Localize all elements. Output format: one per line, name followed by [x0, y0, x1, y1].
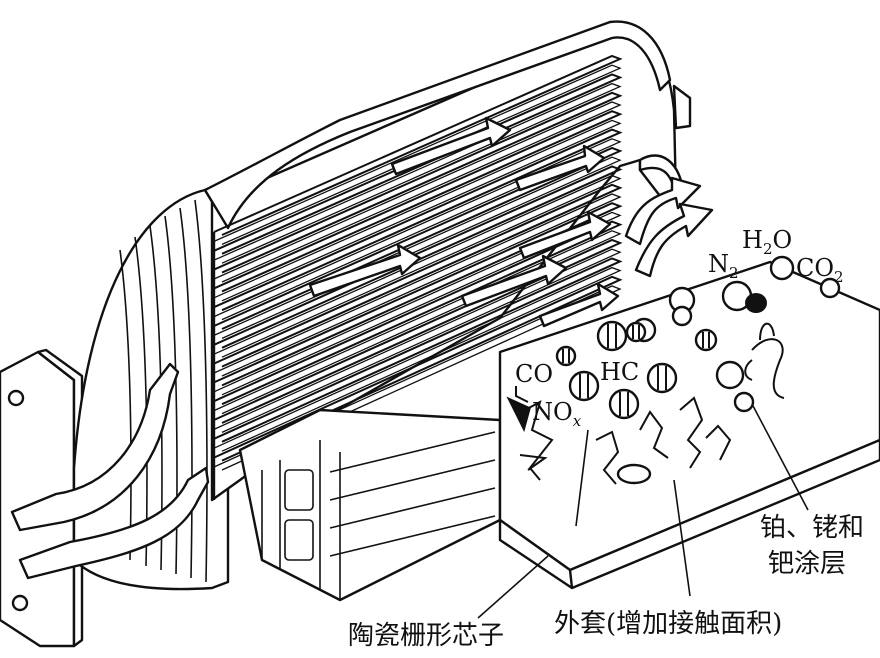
bolt-hole-top — [9, 391, 23, 405]
coating-label-line2: 钯涂层 — [768, 549, 846, 579]
svg-text:N2: N2 — [708, 250, 739, 282]
molecule-co — [557, 347, 575, 365]
molecule-n2-shadow — [745, 293, 767, 313]
molecule-bubble — [673, 307, 691, 325]
ceramic-core-label: 陶瓷栅形芯子 — [348, 621, 504, 651]
bolt-hole-bottom — [13, 596, 27, 610]
h2o-label: H — [742, 226, 763, 254]
coating-label-line1: 铂、铑和 — [760, 513, 864, 543]
molecule-hc-large — [570, 372, 598, 400]
hc-label: HC — [600, 358, 639, 386]
molecule-nox — [610, 390, 638, 418]
leader-ceramic-core — [478, 556, 548, 618]
molecule-striped — [696, 330, 716, 350]
svg-text:H2O: H2O — [742, 226, 792, 258]
support-blocks — [240, 410, 500, 600]
molecule-hc-large — [648, 364, 676, 392]
co2-label: CO — [796, 254, 834, 282]
nox-label: NO — [532, 398, 573, 426]
molecule-bubble — [717, 362, 743, 388]
molecule-h2o — [771, 257, 793, 279]
n2-label: N — [708, 250, 729, 278]
molecule-hc — [598, 322, 626, 350]
outlet-flow-arrows — [626, 178, 712, 276]
svg-text:CO2: CO2 — [796, 254, 844, 286]
outer-shell-label: 外套(增加接触面积) — [554, 609, 782, 639]
co-label: CO — [515, 360, 553, 388]
molecule-hc-small — [627, 323, 645, 341]
molecule-bubble — [735, 393, 753, 411]
